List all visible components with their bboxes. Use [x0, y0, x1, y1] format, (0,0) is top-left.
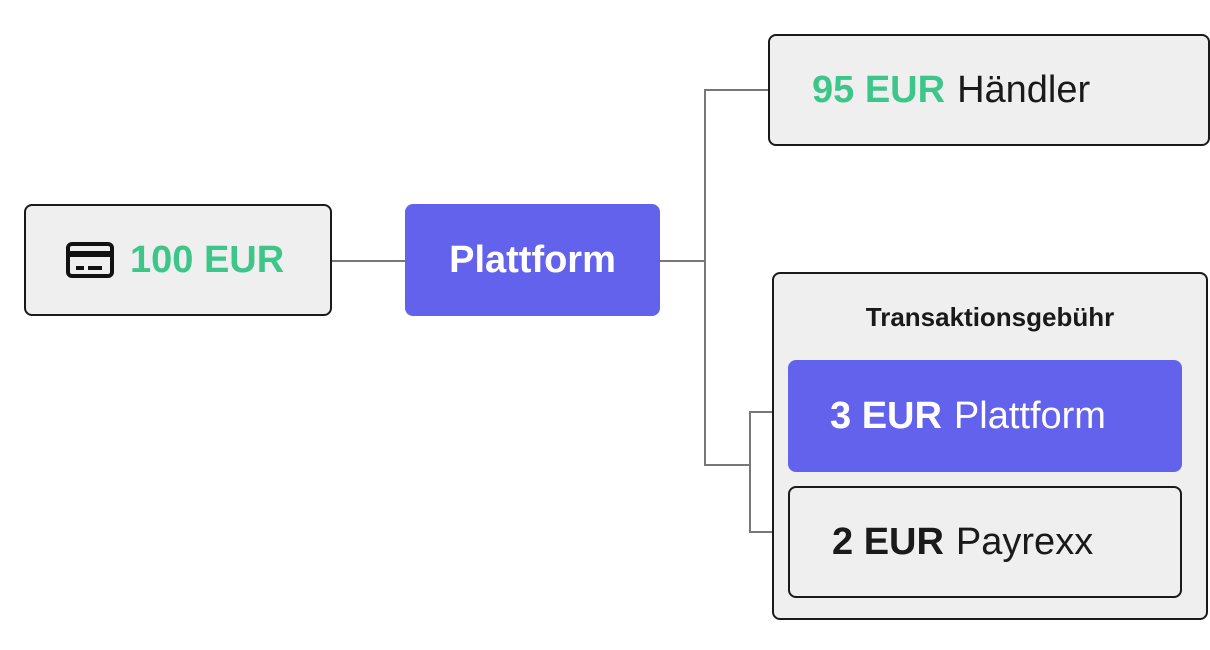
credit-card-icon — [66, 242, 114, 278]
connector-to-fees — [749, 411, 772, 533]
fee-platform-box: 3 EUR Plattform — [788, 360, 1182, 472]
merchant-label: Händler — [957, 68, 1091, 111]
merchant-box: 95 EUR Händler — [768, 34, 1210, 146]
connector-to-merchant — [704, 89, 768, 466]
platform-node: Plattform — [405, 204, 660, 316]
fee-group-title: Transaktionsgebühr — [865, 302, 1115, 332]
fee-payrexx-amount: 2 EUR — [832, 520, 944, 563]
fee-payrexx-box: 2 EUR Payrexx — [788, 486, 1182, 598]
payment-source-box: 100 EUR — [24, 204, 332, 316]
fee-platform-label: Plattform — [953, 394, 1106, 437]
source-amount: 100 EUR — [130, 238, 285, 281]
fee-payrexx-label: Payrexx — [955, 520, 1094, 563]
fee-platform-amount: 3 EUR — [830, 394, 942, 437]
transaction-fee-group: Transaktionsgebühr 3 EUR Plattform 2 EUR… — [772, 272, 1208, 620]
merchant-amount: 95 EUR — [812, 68, 946, 111]
